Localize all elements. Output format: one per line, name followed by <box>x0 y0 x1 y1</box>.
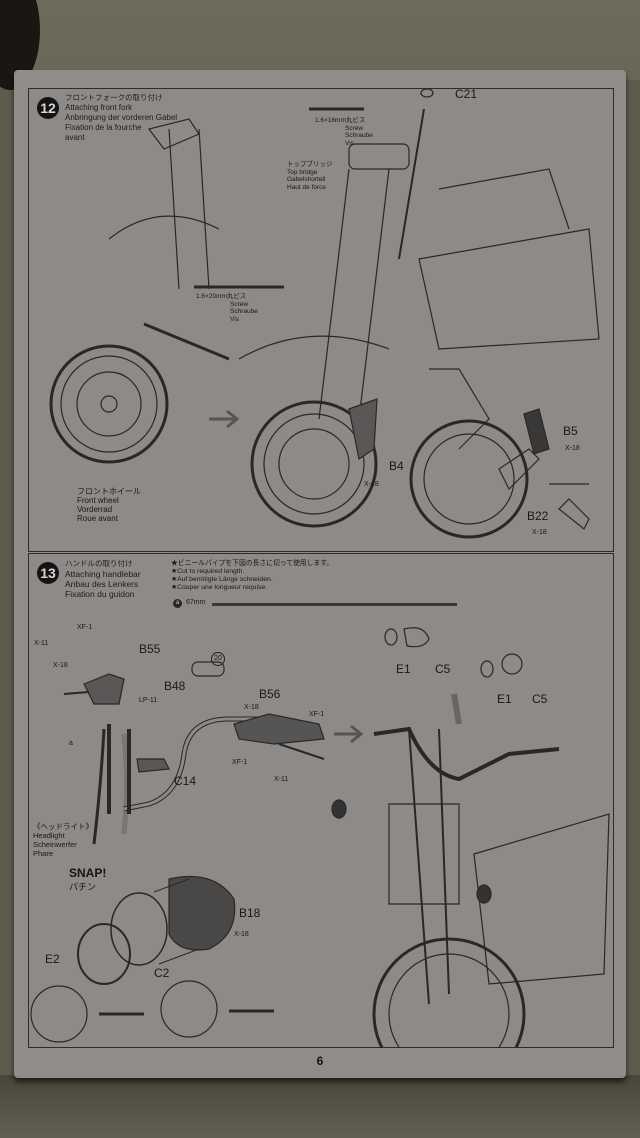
fork-bracket <box>147 118 200 150</box>
step-number-badge: 13 <box>37 562 59 584</box>
wheel-hub <box>100 395 118 413</box>
b18-housing <box>168 875 236 951</box>
snap-label: SNAP! パチン <box>69 866 107 892</box>
b55-part <box>83 673 125 705</box>
b22-detail <box>549 483 590 530</box>
step-13-panel: 13 ハンドルの取り付け Attaching handlebar Anbau d… <box>28 553 614 1048</box>
bike-frame <box>418 228 600 350</box>
part-label-xf1: XF-1 <box>232 759 248 766</box>
step-12-panel: 12 フロントフォークの取り付け Attaching front fork An… <box>28 87 614 552</box>
tube-length: 67mm <box>186 599 206 606</box>
c2-ring <box>110 892 168 966</box>
part-label-x18: X-18 <box>364 481 379 488</box>
tube-length-bar <box>212 603 457 606</box>
part-label-x18: X-18 <box>532 529 547 536</box>
part-label-e2: E2 <box>45 952 60 966</box>
part-label-x11: X-11 <box>274 776 289 783</box>
background-table <box>0 1075 640 1138</box>
step-13-illustration <box>30 627 610 1047</box>
part-label-b56: B56 <box>259 687 281 701</box>
part-label-x18: X-18 <box>234 931 249 938</box>
direction-arrow <box>209 409 240 429</box>
part-label-b18: B18 <box>239 906 261 920</box>
headlight-label: 《ヘッドライト》 Headlight Scheinwerfer Phare <box>33 822 93 858</box>
step-12-illustration <box>49 89 600 539</box>
part-label-c5: C5 <box>435 662 451 676</box>
b22-part <box>498 448 540 491</box>
top-bridge-label: トップブリッジ Top bridge Gabelshortell Haut de… <box>287 161 333 191</box>
part-label-b4: B4 <box>389 459 404 473</box>
b48-part <box>136 758 170 773</box>
part-label-xf1: XF-1 <box>309 711 325 718</box>
fork-leg <box>168 128 210 290</box>
wheel-tire <box>250 400 378 528</box>
tube-marker-icon: a <box>173 599 182 608</box>
vinyl-tube <box>92 728 106 845</box>
screw-spec-axle: 1.6×20mm丸ビス Screw Schraube Vis <box>196 293 258 323</box>
part-label-e1: E1 <box>497 692 512 706</box>
part-label-b48: B48 <box>164 679 186 693</box>
instruction-page: 12 フロントフォークの取り付け Attaching front fork An… <box>14 70 626 1078</box>
front-wheel-label: フロントホイール Front wheel Vorderrad Roue avan… <box>77 487 141 523</box>
wheel-tire <box>49 344 169 464</box>
axle-screw <box>143 322 230 361</box>
part-20 <box>191 661 225 677</box>
fork-tube <box>318 168 390 420</box>
b4-part <box>348 398 378 460</box>
c21-cap <box>420 89 434 98</box>
top-bridge <box>348 143 410 170</box>
part-label-b55: B55 <box>139 642 161 656</box>
wheel-tire-inner <box>60 355 158 453</box>
page-number: 6 <box>316 1054 324 1068</box>
part-label-xf1: XF-1 <box>77 624 93 631</box>
step-title: フロントフォークの取り付け Attaching front fork Anbri… <box>65 93 178 142</box>
e2-lens <box>77 923 131 985</box>
part-label-c21: C21 <box>455 87 478 101</box>
step-title: ハンドルの取り付け Attaching handlebar Anbau des … <box>65 559 141 599</box>
cut-note: ★ビニールパイプを下図の長さに切って使用します。 ★Cut to require… <box>171 560 334 591</box>
part-label-c14: C14 <box>174 774 197 788</box>
background-surface <box>0 0 640 80</box>
part-label-b22: B22 <box>527 509 549 523</box>
wheel-rim <box>76 371 142 437</box>
b56-part <box>233 713 325 745</box>
headlight-detail-2 <box>160 980 218 1038</box>
tube-marker-label: a <box>69 740 73 747</box>
part-label-c5: C5 <box>532 692 548 706</box>
b5-part <box>523 408 550 455</box>
part-label-x18: X-18 <box>244 704 259 711</box>
direction-arrow <box>334 724 364 744</box>
part-label-x18: X-18 <box>565 445 580 452</box>
headlight-detail <box>30 985 88 1043</box>
part-label-x11: X-11 <box>34 640 49 647</box>
part-label-e1: E1 <box>396 662 411 676</box>
front-fender <box>108 215 220 240</box>
part-label-x18: X-18 <box>53 662 68 669</box>
bike-frame <box>473 813 610 985</box>
part-label-b5: B5 <box>563 424 578 438</box>
screw-spec-top: 1.6×16mm丸ビス Screw Schraube Vis <box>315 117 373 147</box>
down-arrow <box>451 693 462 725</box>
top-screw <box>398 108 425 260</box>
step-number-badge: 12 <box>37 97 59 119</box>
cable <box>121 733 129 835</box>
part-label-c2: C2 <box>154 966 170 980</box>
part-label-lp11: LP-11 <box>139 697 158 704</box>
fender <box>238 335 390 360</box>
part-number-20: 20 <box>211 652 225 666</box>
